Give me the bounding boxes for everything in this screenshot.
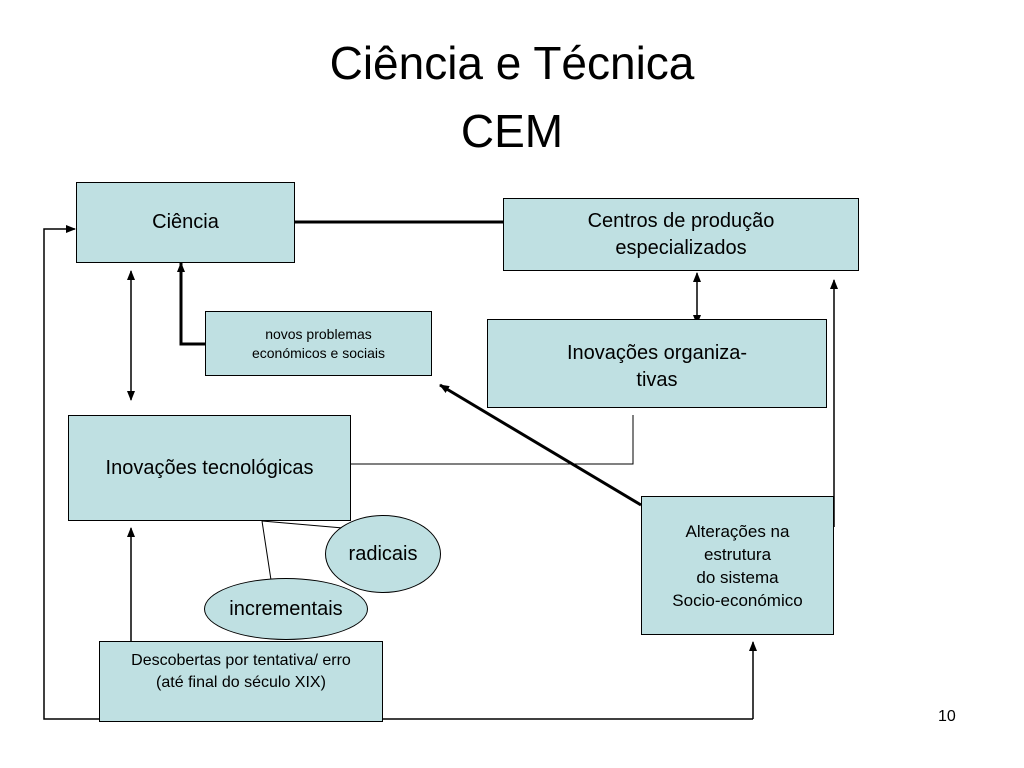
node-descobertas-label: Descobertas por tentativa/ erro (até fin… bbox=[131, 652, 351, 691]
arrow-alteracoes-to-novos-problemas bbox=[439, 383, 642, 507]
arrow-feedback-to-ciencia bbox=[43, 225, 753, 720]
node-novos-problemas-label: novos problemas económicos e sociais bbox=[251, 325, 386, 361]
page-number: 10 bbox=[938, 708, 956, 725]
connector-tecnologicas-radicais bbox=[261, 520, 344, 529]
slide-subtitle: CEM bbox=[460, 105, 564, 157]
node-inovacoes-tecnologicas-label: Inovações tecnológicas bbox=[105, 456, 314, 479]
arrow-novos-problemas-to-ciencia bbox=[177, 262, 205, 346]
node-alteracoes-estrutura-label: Alterações na estrutura do sistema Socio… bbox=[672, 521, 803, 610]
node-inovacoes-organizativas-label: Inovações organiza- tivas bbox=[566, 342, 748, 391]
slide-title: Ciência e Técnica bbox=[329, 37, 695, 89]
node-incrementais: incrementais bbox=[204, 578, 368, 640]
node-ciencia-label: Ciência bbox=[152, 211, 219, 233]
node-radicais-label: radicais bbox=[348, 542, 418, 565]
node-radicais: radicais bbox=[325, 515, 441, 593]
connector-organizativas-tecnologicas bbox=[351, 415, 634, 465]
node-centros-producao-label: Centros de produção especializados bbox=[587, 209, 775, 259]
node-inovacoes-tecnologicas: Inovações tecnológicas bbox=[68, 415, 351, 521]
node-ciencia: Ciência bbox=[76, 182, 295, 263]
node-inovacoes-organizativas: Inovações organiza- tivas bbox=[487, 319, 827, 408]
node-alteracoes-estrutura: Alterações na estrutura do sistema Socio… bbox=[641, 496, 834, 635]
node-incrementais-label: incrementais bbox=[229, 597, 343, 620]
node-centros-producao: Centros de produção especializados bbox=[503, 198, 859, 271]
node-novos-problemas: novos problemas económicos e sociais bbox=[205, 311, 432, 376]
node-descobertas: Descobertas por tentativa/ erro (até fin… bbox=[99, 641, 383, 722]
connector-tecnologicas-incrementais bbox=[261, 520, 272, 581]
